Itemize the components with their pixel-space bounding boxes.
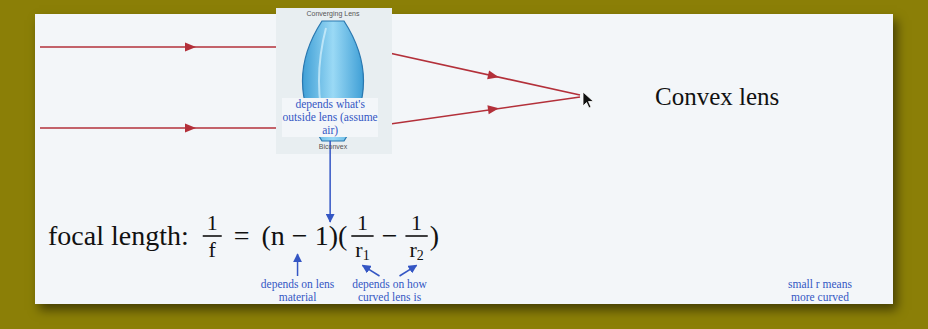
fraction-bar xyxy=(405,235,427,237)
lens-caption: Biconvex xyxy=(319,143,347,151)
pointer-arrow xyxy=(400,265,417,276)
annotation: depends on how curved lens is xyxy=(342,278,438,304)
slide-panel xyxy=(35,14,893,304)
equals-sign: = xyxy=(234,220,250,252)
annotation: depends what's outside lens (assume air) xyxy=(282,98,378,137)
pointer-arrow xyxy=(329,141,331,222)
parenthesis: ) xyxy=(430,220,439,252)
numerator: 1 xyxy=(357,210,368,235)
annotation: small r means more curved xyxy=(780,278,860,304)
numerator: 1 xyxy=(207,210,218,235)
fraction-bar xyxy=(351,235,373,237)
pointer-arrow xyxy=(297,254,299,276)
fraction-bar xyxy=(203,235,222,237)
lens-picture xyxy=(276,8,392,154)
lens-caption: Converging Lens xyxy=(307,10,360,18)
pointer-arrow xyxy=(362,265,379,276)
numerator: 1 xyxy=(411,210,422,235)
radius-symbol: r xyxy=(409,237,416,262)
formula-term: (n − 1)( xyxy=(262,220,348,252)
minus-sign: − xyxy=(382,220,398,252)
subscript: 2 xyxy=(417,248,424,264)
formula-label: focal length: xyxy=(48,220,189,252)
mouse-cursor xyxy=(583,92,594,108)
subscript: 1 xyxy=(363,248,370,264)
slide-heading: Convex lens xyxy=(655,83,779,112)
annotation: depends on lens material xyxy=(250,278,346,304)
radius-symbol: r xyxy=(355,237,362,262)
denominator: f xyxy=(209,237,216,262)
